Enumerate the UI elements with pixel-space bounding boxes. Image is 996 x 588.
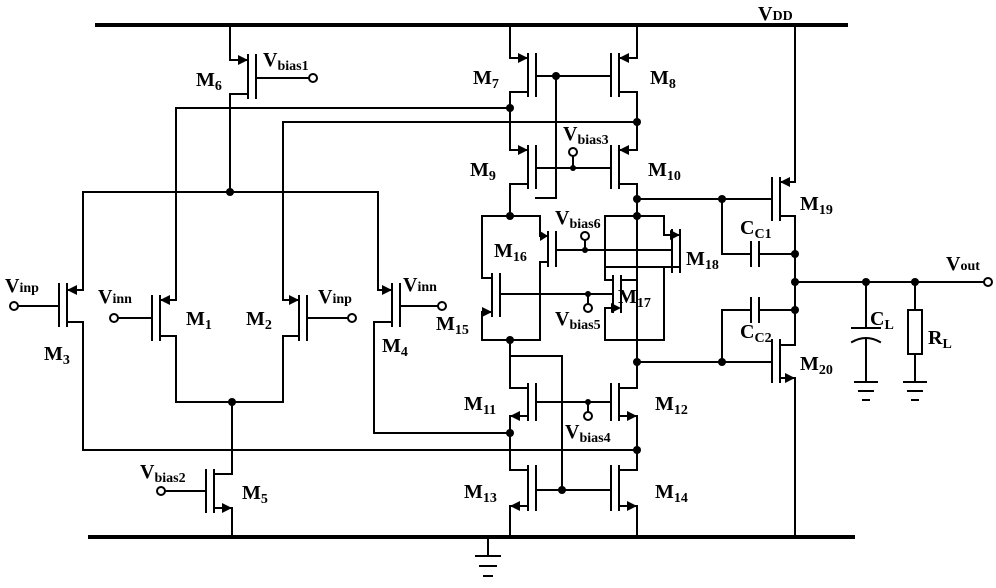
rl-label: RL bbox=[928, 327, 952, 352]
m7-label: M7 bbox=[473, 67, 499, 92]
vbias4-label: Vbias4 bbox=[565, 421, 611, 446]
vinn-m4-label: Vinn bbox=[403, 274, 437, 296]
resistor-rl bbox=[903, 281, 927, 401]
vbias5-label: Vbias5 bbox=[555, 308, 601, 333]
cc2-label: CC2 bbox=[740, 321, 772, 346]
vbias4-terminal bbox=[583, 411, 593, 421]
m19-label: M19 bbox=[800, 193, 833, 218]
vbias3-label: Vbias3 bbox=[563, 123, 609, 148]
m12-label: M12 bbox=[655, 393, 688, 418]
m2-label: M2 bbox=[246, 308, 272, 333]
vinp-left-terminal bbox=[9, 301, 19, 311]
vbias6-terminal bbox=[580, 231, 590, 241]
vbias1-label: Vbias1 bbox=[263, 49, 309, 74]
vout-terminal bbox=[983, 277, 993, 287]
vbias2-terminal bbox=[156, 486, 166, 496]
capacitor-cl bbox=[850, 281, 882, 401]
vinp-m2-terminal bbox=[347, 313, 357, 323]
m10-label: M10 bbox=[648, 159, 681, 184]
m4-label: M4 bbox=[382, 335, 408, 360]
transistor-m3 bbox=[17, 191, 84, 451]
m20-label: M20 bbox=[800, 353, 833, 378]
transistor-m15 bbox=[481, 273, 541, 341]
transistor-m17 bbox=[604, 266, 665, 341]
cl-label: CL bbox=[870, 308, 894, 333]
transistor-m6 bbox=[229, 24, 311, 193]
transistor-m18 bbox=[604, 215, 681, 273]
vbias3-terminal bbox=[568, 147, 578, 157]
vout-label: Vout bbox=[946, 253, 980, 275]
transistor-m20 bbox=[771, 281, 796, 538]
vbias2-label: Vbias2 bbox=[140, 461, 186, 486]
vinn-m1-terminal bbox=[109, 313, 119, 323]
transistor-m4 bbox=[373, 191, 439, 434]
m15-label: M15 bbox=[436, 313, 469, 338]
vinp-left-label: Vinp bbox=[5, 275, 39, 297]
transistor-m9 bbox=[509, 145, 537, 217]
vbias5-terminal bbox=[583, 303, 593, 313]
transistor-m11 bbox=[509, 383, 537, 471]
transistor-m8 bbox=[610, 24, 638, 151]
vbias6-label: Vbias6 bbox=[555, 207, 601, 232]
m13-label: M13 bbox=[464, 481, 497, 506]
transistor-m16 bbox=[539, 215, 557, 341]
transistor-m7 bbox=[509, 24, 611, 151]
vinn-m4-terminal bbox=[437, 301, 447, 311]
ground-symbol-main bbox=[475, 536, 501, 577]
m8-label: M8 bbox=[650, 67, 676, 92]
m9-label: M9 bbox=[470, 159, 496, 184]
transistor-m10 bbox=[610, 145, 638, 217]
vbias1-terminal bbox=[308, 73, 318, 83]
m6-label: M6 bbox=[196, 69, 222, 94]
transistor-m14 bbox=[610, 465, 638, 538]
transistor-m13 bbox=[509, 465, 537, 538]
m11-label: M11 bbox=[464, 393, 496, 418]
capacitor-cc2 bbox=[721, 297, 796, 363]
vinn-m1-label: Vinn bbox=[98, 286, 132, 308]
capacitor-cc1 bbox=[721, 198, 796, 267]
transistor-m19 bbox=[771, 24, 796, 283]
transistor-m1 bbox=[117, 107, 177, 403]
transistor-m5 bbox=[164, 401, 233, 538]
cc1-label: CC1 bbox=[740, 217, 772, 242]
m5-label: M5 bbox=[242, 482, 268, 507]
m14-label: M14 bbox=[655, 481, 688, 506]
transistor-m12 bbox=[610, 361, 638, 471]
vdd-label: VDD bbox=[758, 3, 793, 25]
transistor-m2 bbox=[282, 121, 349, 403]
m18-label: M18 bbox=[686, 248, 719, 273]
m3-label: M3 bbox=[44, 343, 70, 368]
m17-label: M17 bbox=[618, 286, 651, 311]
m1-label: M1 bbox=[186, 308, 212, 333]
vinp-m2-label: Vinp bbox=[318, 286, 352, 308]
m16-label: M16 bbox=[494, 240, 527, 265]
